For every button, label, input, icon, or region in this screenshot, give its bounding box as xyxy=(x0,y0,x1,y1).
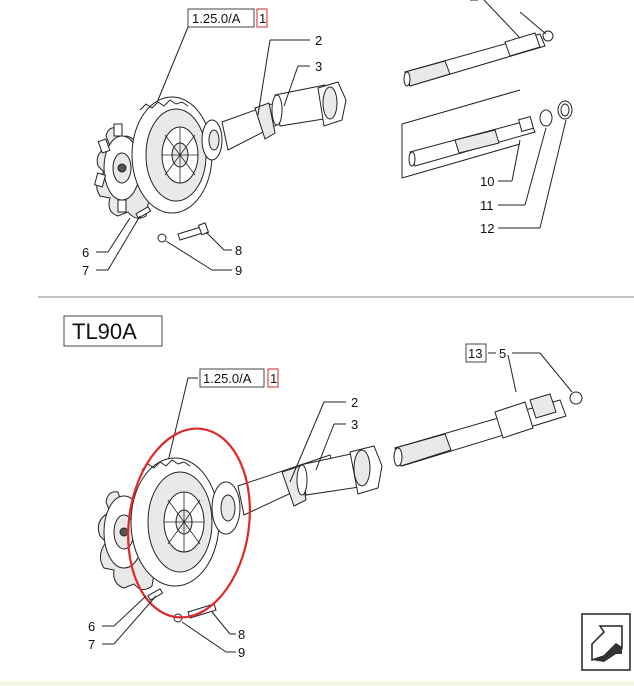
upper-pressure-plate xyxy=(131,96,213,214)
lower-ref-code[interactable]: 1.25.0/A xyxy=(203,371,252,386)
upper-callout-8[interactable]: 8 xyxy=(235,243,242,258)
arrow-icon[interactable] xyxy=(581,613,631,671)
lower-callout-2[interactable]: 2 xyxy=(351,395,358,410)
bottom-bar xyxy=(0,681,634,686)
upper-ref-code-box xyxy=(187,8,255,28)
lower-pressure-plate xyxy=(130,457,220,587)
upper-bracket xyxy=(401,89,521,179)
lower-callout-9[interactable]: 9 xyxy=(238,645,245,660)
upper-callout-6[interactable]: 6 xyxy=(82,245,89,260)
upper-main-shaft xyxy=(403,30,554,87)
upper-callout-9[interactable]: 9 xyxy=(235,263,242,278)
lower-ref-code-box xyxy=(199,368,265,388)
upper-callout-7[interactable]: 7 xyxy=(82,263,89,278)
upper-callout-11[interactable]: 11 xyxy=(480,198,494,213)
lower-shaft xyxy=(237,445,383,516)
lower-view: TL90A 1.25.0/A 1 13 xyxy=(63,315,583,660)
lower-callout-5[interactable]: 5 xyxy=(499,346,506,361)
upper-release-bearing xyxy=(201,119,223,161)
lower-callout-6[interactable]: 6 xyxy=(88,619,95,634)
upper-shaft xyxy=(221,81,347,151)
upper-clutch-disc xyxy=(93,123,157,219)
model-label[interactable]: TL90A xyxy=(72,319,137,344)
ref-13-box xyxy=(465,343,487,363)
upper-ref-leader xyxy=(157,26,189,101)
lower-callout-7[interactable]: 7 xyxy=(88,637,95,652)
upper-view: 1.25.0/A 1 xyxy=(82,0,573,278)
upper-ref-code[interactable]: 1.25.0/A xyxy=(192,11,241,26)
lower-callout-8[interactable]: 8 xyxy=(238,627,245,642)
upper-ref-page[interactable]: 1 xyxy=(259,11,266,26)
upper-secondary-shaft xyxy=(408,100,573,167)
lower-callouts: 2 3 5 6 7 8 9 xyxy=(88,346,573,660)
upper-callout-12[interactable]: 12 xyxy=(480,221,494,236)
highlight-circle xyxy=(127,427,251,619)
lower-ref-page-box xyxy=(267,368,279,388)
upper-callout-10[interactable]: 10 xyxy=(480,174,494,189)
upper-callout-3[interactable]: 3 xyxy=(315,59,322,74)
upper-ref-page-box xyxy=(256,8,268,28)
upper-fasteners xyxy=(135,206,210,243)
ref-13[interactable]: 13 xyxy=(468,346,482,361)
lower-ref-leader xyxy=(165,377,189,471)
model-box xyxy=(63,315,163,347)
lower-release-bearing xyxy=(211,481,241,535)
lower-main-shaft xyxy=(393,391,583,467)
lower-ref-page[interactable]: 1 xyxy=(270,371,277,386)
upper-callout-2[interactable]: 2 xyxy=(315,33,322,48)
lower-callout-3[interactable]: 3 xyxy=(351,417,358,432)
upper-callouts: 2 3 6 7 8 9 10 11 12 xyxy=(82,0,567,278)
